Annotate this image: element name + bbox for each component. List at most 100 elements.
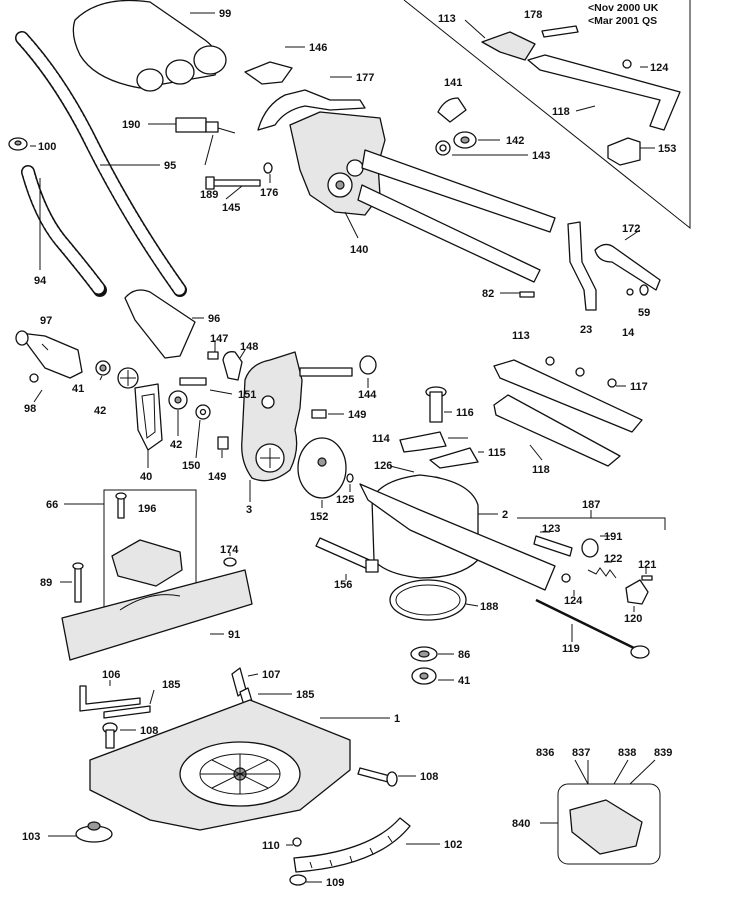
part-pin-123: [533, 535, 573, 557]
label-144: 144: [358, 389, 377, 401]
part-clip-146: [244, 61, 293, 85]
part-knob-42-left: [117, 367, 139, 389]
label-145: 145: [222, 202, 240, 214]
label-107: 107: [262, 669, 280, 681]
part-bolt-145: [205, 176, 261, 190]
label-120: 120: [624, 613, 642, 625]
label-42-mid: 42: [170, 439, 182, 451]
part-shaft-144: [299, 355, 377, 377]
label-124-top: 124: [650, 62, 669, 74]
label-185-right: 185: [296, 689, 314, 701]
label-2: 2: [502, 509, 508, 521]
part-screw-108-right: [357, 767, 398, 787]
part-screw-14: [626, 288, 634, 296]
label-1: 1: [394, 713, 400, 725]
part-strip-178: [541, 25, 579, 38]
part-bracket-153: [607, 137, 641, 166]
label-116: 116: [456, 407, 474, 419]
label-102: 102: [444, 839, 462, 851]
label-837: 837: [572, 747, 590, 759]
part-clip-148: [222, 351, 243, 381]
part-bolt-116: [425, 386, 447, 423]
part-washer-86: [410, 646, 438, 662]
part-nut-41-right: [411, 667, 437, 685]
part-arm-172: [594, 243, 661, 291]
part-disk-152: [297, 437, 347, 499]
note-nov-2000: <Nov 2000 UK: [588, 2, 659, 14]
label-125: 125: [336, 494, 354, 506]
label-118-top: 118: [552, 106, 570, 118]
part-bolt-156: [315, 537, 379, 573]
note-mar-2001: <Mar 2001 QS: [588, 15, 657, 27]
label-110: 110: [262, 840, 280, 852]
part-hex-key-106: [79, 685, 141, 712]
part-rail-118: [493, 394, 621, 467]
part-spring-149-right: [311, 409, 327, 419]
part-screw-147: [207, 351, 219, 360]
part-rail-113: [493, 359, 643, 433]
part-washer-59: [639, 284, 649, 296]
label-89: 89: [40, 577, 52, 589]
part-screw-98: [29, 373, 39, 383]
label-187: 187: [582, 499, 600, 511]
label-172: 172: [622, 223, 640, 235]
label-115: 115: [488, 447, 506, 459]
label-109: 109: [326, 877, 344, 889]
label-108-right: 108: [420, 771, 438, 783]
label-113-mid: 113: [512, 330, 530, 342]
part-screw-110: [292, 837, 302, 847]
part-base-1: [89, 699, 351, 831]
part-pin-149: [217, 436, 229, 450]
label-82: 82: [482, 288, 494, 300]
label-124-mid: 124: [564, 595, 583, 607]
label-151: 151: [238, 389, 256, 401]
label-100: 100: [38, 141, 56, 153]
part-spring-122: [587, 567, 617, 579]
part-knob-42-mid: [168, 390, 188, 410]
label-41-right: 41: [458, 675, 470, 687]
label-66: 66: [46, 499, 58, 511]
part-adapter-97: [15, 330, 83, 379]
part-bushing-191: [581, 538, 599, 558]
label-97: 97: [40, 315, 52, 327]
label-98: 98: [24, 403, 36, 415]
label-142: 142: [506, 135, 524, 147]
label-40: 40: [140, 471, 152, 483]
part-washer-100: [8, 137, 28, 151]
label-114: 114: [372, 433, 391, 445]
label-91: 91: [228, 629, 240, 641]
part-screws-117: [545, 356, 617, 388]
label-117: 117: [630, 381, 648, 393]
label-840: 840: [512, 818, 530, 830]
label-153: 153: [658, 143, 676, 155]
label-3: 3: [246, 504, 252, 516]
label-188: 188: [480, 601, 498, 613]
label-96: 96: [208, 313, 220, 325]
label-190: 190: [122, 119, 140, 131]
part-pin-151: [179, 377, 207, 386]
part-guard-177: [257, 89, 366, 131]
part-bracket-114: [399, 431, 447, 453]
label-41-left: 41: [72, 383, 84, 395]
part-ring-176: [263, 162, 273, 174]
label-126: 126: [374, 460, 392, 472]
label-123: 123: [542, 523, 560, 535]
label-152: 152: [310, 511, 328, 523]
part-nut-109: [289, 874, 307, 886]
part-saw-head-140: [289, 111, 556, 283]
part-key-185-left: [103, 705, 151, 719]
part-screw-89: [72, 562, 84, 603]
label-59: 59: [638, 307, 650, 319]
part-base-bar-91: [61, 569, 253, 661]
label-191: 191: [604, 531, 622, 543]
label-148: 148: [240, 341, 258, 353]
label-176: 176: [260, 187, 278, 199]
label-147: 147: [210, 333, 228, 345]
part-washer-150: [195, 404, 211, 420]
label-836: 836: [536, 747, 554, 759]
label-95: 95: [164, 160, 176, 172]
label-149-right: 149: [348, 409, 366, 421]
part-link-23: [567, 221, 597, 311]
label-177: 177: [356, 72, 374, 84]
